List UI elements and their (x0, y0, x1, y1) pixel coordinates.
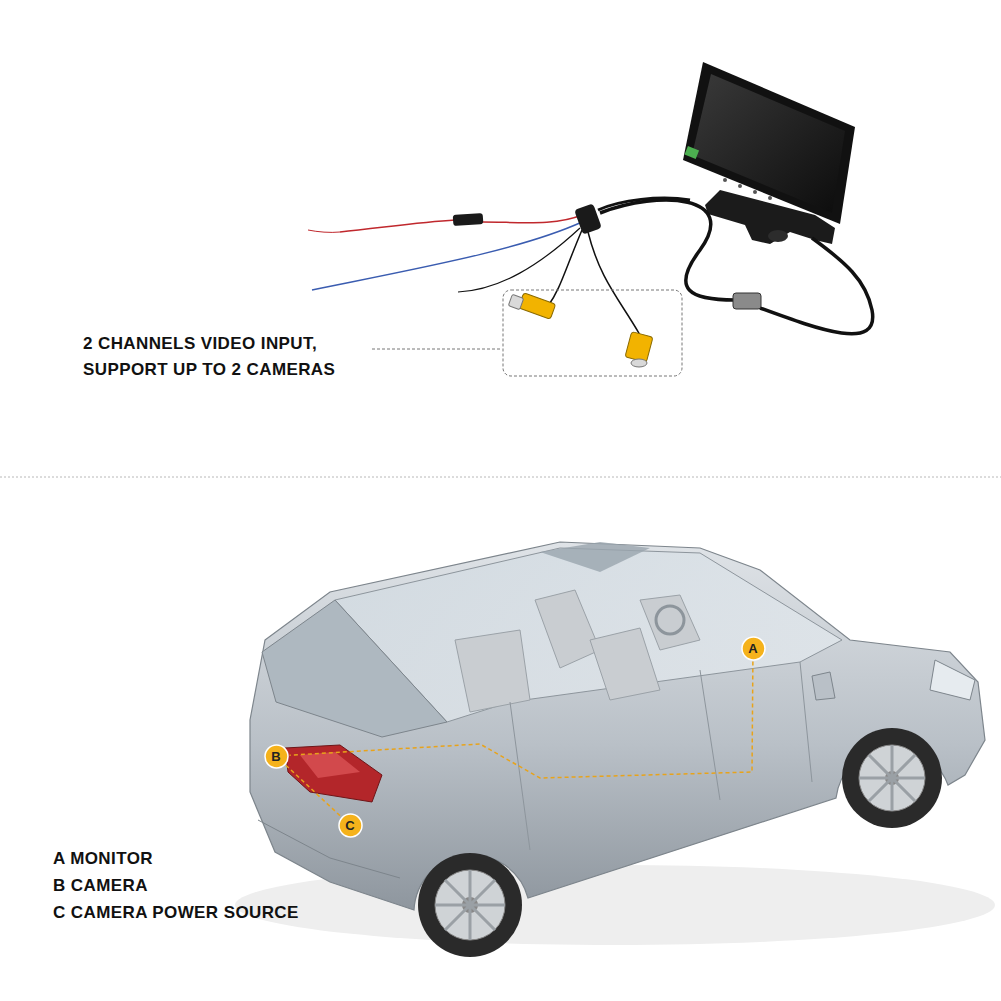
legend-note: A MONITOR (53, 846, 153, 872)
callout-letter: A (748, 642, 757, 655)
callout-circle: B (264, 744, 289, 769)
feature-callout: 2 CHANNELS VIDEO INPUT, SUPPORT UP TO 2 … (83, 331, 383, 384)
callout-circle: C (338, 813, 363, 838)
leader-line (372, 349, 500, 350)
connectors (453, 203, 761, 367)
circle-shape (339, 814, 362, 837)
callout-letter: C (345, 819, 354, 832)
circle-shape (742, 637, 765, 660)
group-bracket (503, 290, 682, 376)
legend-note: B CAMERA (53, 873, 148, 899)
callout-circle: A (741, 636, 766, 661)
wheel (842, 728, 942, 828)
wheel (418, 853, 522, 957)
circle-shape (265, 745, 288, 768)
divider-line (0, 477, 1001, 478)
wiring-route (289, 662, 752, 779)
wiring-route (286, 765, 340, 816)
callout-letter: B (271, 750, 280, 763)
car-illustration (235, 542, 995, 957)
legend-note: C CAMERA POWER SOURCE (53, 900, 299, 926)
monitor-wiring (308, 198, 873, 335)
